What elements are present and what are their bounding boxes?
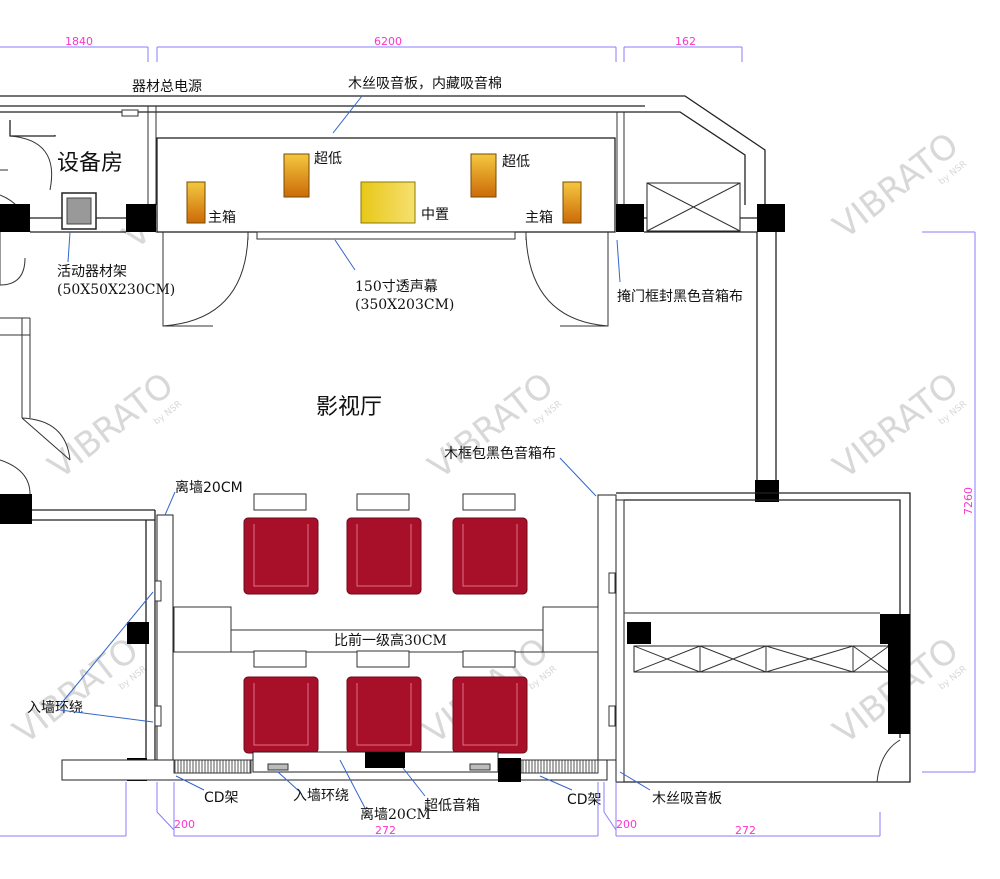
theater-seat	[243, 517, 319, 595]
side-table	[462, 650, 516, 668]
wall-gap-bottom-label: 离墙20CM	[360, 806, 431, 823]
side-table	[356, 493, 410, 511]
frame-cover-label: 木框包黑色音箱布	[444, 445, 556, 462]
projection-screen	[256, 231, 516, 240]
top-wall	[0, 95, 766, 205]
watermark-text: VIBRATO	[41, 365, 181, 487]
seat-cushion	[462, 683, 518, 746]
acoustic-panel-bottom-label: 木丝吸音板	[652, 790, 722, 807]
door-cover-label: 掩门框封黑色音箱布	[617, 288, 743, 305]
cd-rack-right-label: CD架	[567, 792, 602, 808]
sub-speaker-label: 超低音箱	[424, 797, 480, 814]
equipment-room-label: 设备房	[57, 151, 123, 176]
cd-rack-left-label: CD架	[204, 790, 239, 806]
storage-box	[646, 182, 741, 232]
dimension-top-left: 1840	[65, 35, 93, 48]
dimension-top-middle: 6200	[374, 35, 402, 48]
right-dimension: 7260	[922, 231, 976, 773]
subwoofer-rear	[365, 752, 405, 768]
screen-size-label: (350X203CM)	[355, 297, 454, 313]
screen-label: 150寸透声幕	[355, 279, 438, 295]
riser-label: 比前一级高30CM	[334, 632, 447, 649]
surround-rear-left	[267, 763, 289, 771]
subwoofer-right	[470, 153, 497, 198]
acoustic-panel-top-label: 木丝吸音板，内藏吸音棉	[348, 75, 502, 92]
center-speaker	[360, 181, 416, 224]
theater-seat	[452, 517, 528, 595]
surround-rear-right	[469, 763, 491, 771]
seating	[243, 493, 528, 754]
theater-seat	[346, 676, 422, 754]
rear-wall-equipment	[173, 751, 599, 782]
watermark-text: VIBRATO	[826, 365, 966, 487]
subwoofer-left	[283, 153, 310, 198]
subwoofer-right-label: 超低	[502, 154, 530, 170]
surround-left-lower	[154, 705, 162, 727]
main-power: 器材总电源	[121, 79, 202, 117]
equipment-rack	[61, 192, 97, 230]
equipment-room: 设备房 活动器材架 (50X50X230CM)	[0, 120, 175, 298]
front-stage: 主箱 超低 中置 超低 主箱 150寸透声幕 (350X203CM) 掩门框封黑…	[156, 137, 785, 327]
seat-cushion	[253, 524, 309, 587]
rack-size-label: (50X50X230CM)	[57, 282, 175, 298]
theater-seat	[243, 676, 319, 754]
dimension-right: 7260	[962, 487, 975, 515]
seat-cushion	[356, 524, 412, 587]
dimension-bottom-272-right: 272	[735, 824, 756, 837]
right-corridor	[755, 232, 779, 502]
dimension-top-right: 162	[675, 35, 696, 48]
theater-seat	[452, 676, 528, 754]
cd-rack-left	[173, 759, 252, 774]
watermark-text: VIBRATO	[826, 125, 966, 247]
center-label: 中置	[421, 207, 449, 223]
side-table	[253, 493, 307, 511]
dimension-bottom-200-right: 200	[616, 818, 637, 831]
main-power-label: 器材总电源	[132, 79, 202, 95]
main-right-speaker	[562, 181, 582, 224]
surround-left-label: 入墙环绕	[27, 700, 83, 716]
theater-label: 影视厅	[316, 395, 382, 420]
seat-cushion	[462, 524, 518, 587]
seat-cushion	[356, 683, 412, 746]
top-dimensions: 1840 6200 162	[0, 35, 743, 62]
watermark-text: VIBRATO	[6, 630, 146, 752]
side-table	[462, 493, 516, 511]
side-table	[253, 650, 307, 668]
watermark-text: VIBRATO	[421, 365, 561, 487]
surround-right-lower	[608, 705, 616, 727]
surround-left-upper	[154, 580, 162, 602]
surround-bottom-label: 入墙环绕	[293, 788, 349, 804]
main-left-speaker	[186, 181, 206, 224]
dimension-bottom-200-left: 200	[174, 818, 195, 831]
cd-rack-right	[520, 759, 599, 774]
bottom-dimensions: 200 272 200 272	[0, 782, 881, 837]
annotations: 入墙环绕 CD架 入墙环绕 离墙20CM 超低音箱 CD架 木丝吸音板	[27, 591, 722, 823]
wall-gap-left-label: 离墙20CM	[175, 479, 243, 496]
rack-label: 活动器材架	[57, 264, 127, 280]
side-table	[356, 650, 410, 668]
right-room	[615, 492, 911, 783]
subwoofer-left-label: 超低	[314, 151, 342, 167]
seat-cushion	[253, 683, 309, 746]
surround-right-upper	[608, 572, 616, 594]
main-right-label: 主箱	[525, 210, 553, 226]
main-left-label: 主箱	[208, 210, 236, 226]
theater-seat	[346, 517, 422, 595]
theater-room: 离墙20CM 木框包黑色音箱布 比前一级高30CM	[61, 445, 617, 781]
dimension-bottom-272-left: 272	[375, 824, 396, 837]
